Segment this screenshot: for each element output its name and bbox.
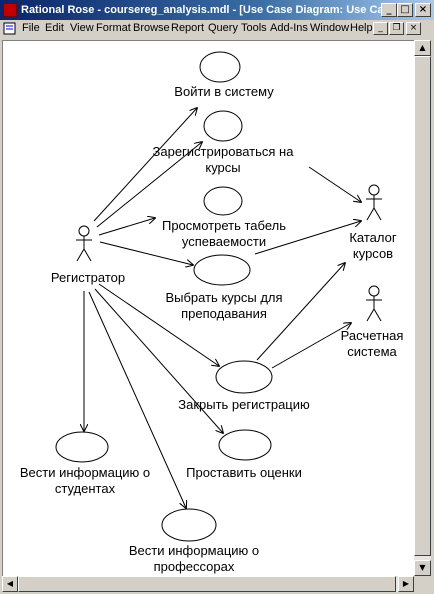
scroll-right-button[interactable]: ▶ (398, 576, 414, 592)
menu-query[interactable]: Query (208, 22, 238, 34)
use-case-professors-ellipse[interactable] (161, 508, 217, 542)
menu-format[interactable]: Format (96, 22, 131, 34)
horizontal-scroll-thumb[interactable] (18, 576, 396, 592)
use-case-login-ellipse[interactable] (199, 51, 241, 83)
association-registrar-professors (88, 291, 186, 508)
use-case-close-registration-ellipse[interactable] (215, 360, 273, 394)
actor-course-catalog-label: Каталог курсов (349, 230, 397, 261)
menu-edit[interactable]: Edit (45, 22, 64, 34)
use-case-grades-label: Проставить оценки (186, 465, 302, 480)
menu-report[interactable]: Report (171, 22, 205, 34)
vertical-scrollbar[interactable]: ▲ ▼ (414, 40, 431, 576)
title-bar: Rational Rose - coursereg_analysis.mdl -… (0, 0, 434, 20)
document-icon[interactable] (3, 22, 16, 35)
use-case-select-courses-ellipse[interactable] (193, 254, 251, 286)
scroll-up-button[interactable]: ▲ (414, 40, 431, 56)
actor-registrar-icon[interactable] (76, 225, 92, 262)
association-registrar-close-registration (98, 283, 219, 366)
doc-restore-button[interactable]: ❐ (389, 22, 404, 35)
association-close-registration-billing (271, 323, 351, 369)
actor-billing-system-icon[interactable] (366, 285, 382, 322)
menu-view[interactable]: View (70, 22, 94, 34)
menu-browse[interactable]: Browse (133, 22, 170, 34)
use-case-select-courses-label: Выбрать курсы для преподавания (165, 290, 283, 321)
menu-tools[interactable]: Tools (241, 22, 267, 34)
use-case-close-registration-label: Закрыть регистрацию (178, 397, 310, 412)
rational-rose-app-icon[interactable] (3, 3, 17, 17)
association-close-registration-catalog (256, 263, 345, 361)
diagram-canvas[interactable]: Войти в систему Зарегистрироваться на ку… (2, 40, 414, 576)
association-registrar-grades (94, 288, 223, 433)
use-case-report-card-ellipse[interactable] (203, 186, 243, 216)
diagram-graphics (55, 51, 382, 542)
menu-file[interactable]: File (22, 22, 40, 34)
use-case-students-label: Вести информацию о студентах (19, 465, 151, 496)
use-case-register-label: Зарегистрироваться на курсы (152, 144, 294, 175)
use-case-students-ellipse[interactable] (55, 431, 109, 463)
scroll-left-button[interactable]: ◀ (2, 576, 18, 592)
doc-minimize-button[interactable]: _ (373, 22, 388, 35)
close-button[interactable]: × (415, 3, 431, 17)
doc-close-button[interactable]: × (406, 22, 421, 35)
use-case-register-ellipse[interactable] (203, 110, 243, 142)
association-register-catalog (308, 166, 361, 202)
association-registrar-login (93, 108, 197, 222)
vertical-scroll-thumb[interactable] (414, 56, 431, 556)
scrollbar-corner (414, 576, 431, 592)
window-title: Rational Rose - coursereg_analysis.mdl -… (21, 4, 381, 16)
scroll-down-button[interactable]: ▼ (414, 560, 431, 576)
menu-bar: File Edit View Format Browse Report Quer… (0, 20, 434, 38)
association-report-card-catalog (254, 221, 361, 255)
use-case-professors-label: Вести информацию о профессорах (128, 543, 260, 574)
use-case-report-card-label: Просмотреть табель успеваемости (161, 218, 286, 249)
maximize-button[interactable]: □ (397, 3, 413, 17)
actor-billing-system-label: Расчетная система (340, 328, 404, 359)
use-case-grades-ellipse[interactable] (218, 429, 272, 461)
actor-course-catalog-icon[interactable] (366, 184, 382, 221)
horizontal-scrollbar[interactable]: ◀ ▶ (2, 576, 414, 592)
menu-help[interactable]: Help (350, 22, 373, 34)
minimize-button[interactable]: _ (381, 3, 397, 17)
actor-registrar-label: Регистратор (50, 270, 126, 285)
association-registrar-register (96, 142, 202, 228)
menu-window[interactable]: Window (310, 22, 350, 34)
association-registrar-report-card (98, 218, 155, 236)
association-registrar-select-courses (99, 241, 193, 265)
use-case-login-label: Войти в систему (174, 84, 274, 99)
menu-add-ins[interactable]: Add-Ins (270, 22, 308, 34)
